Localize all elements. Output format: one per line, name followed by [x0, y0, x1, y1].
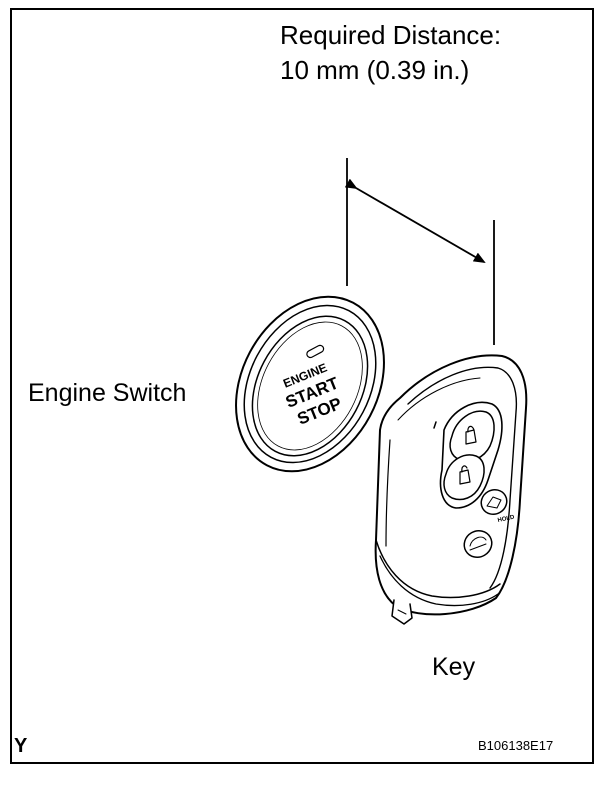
key-label: Key	[432, 653, 476, 681]
corner-letter: Y	[14, 735, 28, 757]
distance-arrow	[344, 178, 486, 264]
panic-button	[463, 529, 493, 559]
required-distance-value: 10 mm (0.39 in.)	[280, 55, 470, 85]
engine-switch-label: Engine Switch	[28, 379, 187, 407]
trunk-icon	[486, 496, 502, 509]
lock-icon	[465, 425, 477, 445]
lock-button	[449, 410, 495, 462]
required-distance-title: Required Distance:	[280, 20, 502, 50]
key-fob	[374, 354, 528, 625]
figure-code: B106138E17	[478, 738, 554, 753]
hold-text: HOLD	[497, 514, 516, 524]
engine-switch: ENGINE START STOP	[235, 295, 385, 473]
unlock-icon	[459, 465, 471, 485]
panic-icon	[469, 536, 487, 551]
unlock-button	[443, 454, 485, 501]
trunk-button	[480, 488, 508, 516]
